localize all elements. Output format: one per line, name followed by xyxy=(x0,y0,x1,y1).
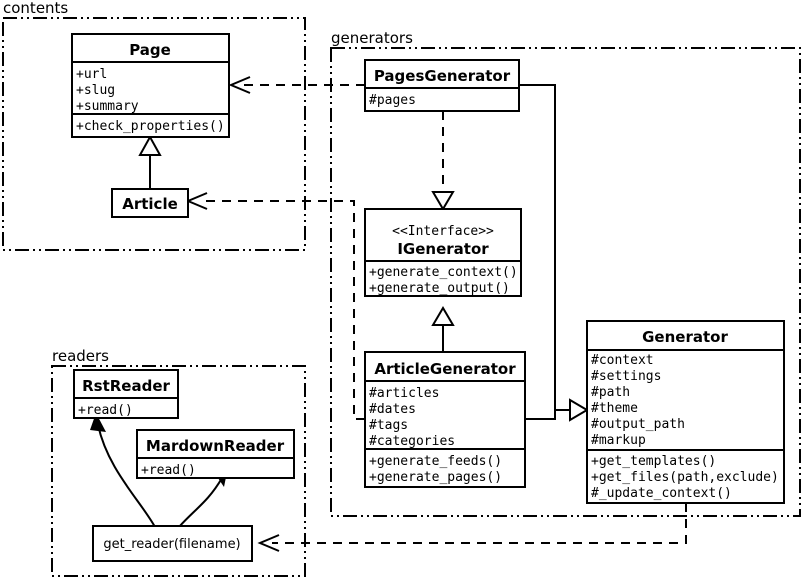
class-article-title: Article xyxy=(122,195,178,213)
generator-getreader-dep-line xyxy=(272,503,687,544)
class-rst-reader[interactable]: RstReader +read() xyxy=(73,369,179,419)
package-readers-label: readers xyxy=(52,347,109,365)
association-arrowhead-rstreader xyxy=(90,413,106,432)
class-generator-title: Generator xyxy=(642,328,728,346)
class-article-generator-attribute: #dates xyxy=(369,402,416,417)
relation-generalization-article-page xyxy=(138,134,162,189)
relation-realization-articlegenerator-igenerator xyxy=(431,306,455,352)
package-contents-border xyxy=(2,17,306,251)
dependency-arrowhead-page xyxy=(228,76,251,94)
generalization-arrowhead-page xyxy=(138,134,162,156)
class-generator-method: +get_templates() xyxy=(591,454,716,469)
realization-arrowhead-igenerator-top xyxy=(431,191,455,211)
class-rst-reader-method: +read() xyxy=(78,403,133,418)
class-pages-generator-title: PagesGenerator xyxy=(374,67,511,85)
package-generators-border xyxy=(330,47,801,517)
class-pages-generator[interactable]: PagesGenerator #pages xyxy=(364,59,520,112)
relation-dependency-articlegenerator-article xyxy=(185,192,365,420)
class-pages-generator-box xyxy=(364,59,520,112)
class-rst-reader-box xyxy=(73,369,179,419)
class-generator-box xyxy=(586,320,785,504)
package-generators: generators xyxy=(330,29,801,517)
class-page-box xyxy=(71,33,230,138)
class-article-box xyxy=(111,188,189,218)
package-generators-label: generators xyxy=(331,29,413,47)
class-generator-method: +get_files(path,exclude) xyxy=(591,470,779,485)
generalization-arrowhead-generator xyxy=(569,398,589,422)
class-generator-attribute: #theme xyxy=(591,401,638,416)
class-article-generator-attribute: #tags xyxy=(369,418,408,433)
realization-arrowhead-igenerator-bottom xyxy=(431,306,455,326)
relation-realization-pagesgenerator-igenerator xyxy=(431,111,455,211)
dependency-arrowhead-article xyxy=(185,192,208,210)
class-article-generator-title: ArticleGenerator xyxy=(374,360,516,378)
class-mardown-reader[interactable]: MardownReader +read() xyxy=(136,429,295,479)
relation-getreader-rstreader xyxy=(90,413,156,528)
getreader-mardownreader-curve xyxy=(178,477,223,528)
pagesgenerator-generator-line xyxy=(519,84,570,411)
class-generator-attribute: #output_path xyxy=(591,417,685,432)
class-generator-attribute: #context xyxy=(591,353,654,368)
class-page-attribute: +summary xyxy=(76,99,139,114)
package-contents-label: contents xyxy=(3,0,68,17)
class-igenerator-title: IGenerator xyxy=(397,240,489,258)
class-igenerator-method: +generate_context() xyxy=(369,265,518,280)
class-article-generator-box xyxy=(364,351,526,488)
class-igenerator-method: +generate_output() xyxy=(369,281,510,296)
getreader-rstreader-curve xyxy=(97,424,156,528)
articlegenerator-article-dep-line xyxy=(200,200,365,420)
articlegenerator-generator-line xyxy=(525,410,556,420)
function-get-reader[interactable]: get_reader(filename) xyxy=(92,525,253,562)
class-igenerator-stereotype: <<Interface>> xyxy=(392,224,494,239)
class-pages-generator-attribute: #pages xyxy=(369,93,416,108)
class-page-attribute: +url xyxy=(76,67,107,82)
class-rst-reader-title: RstReader xyxy=(82,377,170,395)
class-igenerator-box xyxy=(364,208,522,297)
package-contents: contents xyxy=(2,0,306,251)
class-article-generator-method: +generate_feeds() xyxy=(369,454,502,469)
class-article[interactable]: Article xyxy=(111,188,189,218)
class-article-generator-attribute: #articles xyxy=(369,386,439,401)
relation-dependency-generator-getreader xyxy=(257,503,687,552)
class-igenerator[interactable]: <<Interface>> IGenerator +generate_conte… xyxy=(364,208,522,297)
class-generator-attribute: #settings xyxy=(591,369,661,384)
package-readers-border xyxy=(51,365,306,577)
class-generator-attribute: #path xyxy=(591,385,630,400)
class-page-attribute: +slug xyxy=(76,83,115,98)
class-generator[interactable]: Generator #context #settings #path #them… xyxy=(586,320,785,504)
class-mardown-reader-title: MardownReader xyxy=(146,437,285,455)
class-page-method: +check_properties() xyxy=(76,119,225,134)
class-generator-method: #_update_context() xyxy=(591,486,732,501)
relation-dependency-pagesgenerator-page xyxy=(228,76,365,94)
class-mardown-reader-box xyxy=(136,429,295,479)
dependency-arrowhead-getreader xyxy=(257,534,280,552)
package-readers: readers xyxy=(51,347,306,577)
class-page-title: Page xyxy=(129,41,171,59)
relation-generalization-to-generator xyxy=(519,84,589,422)
class-mardown-reader-method: +read() xyxy=(141,463,196,478)
class-page[interactable]: Page +url +slug +summary +check_properti… xyxy=(71,33,230,138)
class-article-generator-method: +generate_pages() xyxy=(369,470,502,485)
function-get-reader-box xyxy=(92,525,253,562)
class-article-generator-attribute: #categories xyxy=(369,434,455,449)
function-get-reader-label: get_reader(filename) xyxy=(103,537,240,552)
class-generator-attribute: #markup xyxy=(591,433,646,448)
class-article-generator[interactable]: ArticleGenerator #articles #dates #tags … xyxy=(364,351,526,488)
